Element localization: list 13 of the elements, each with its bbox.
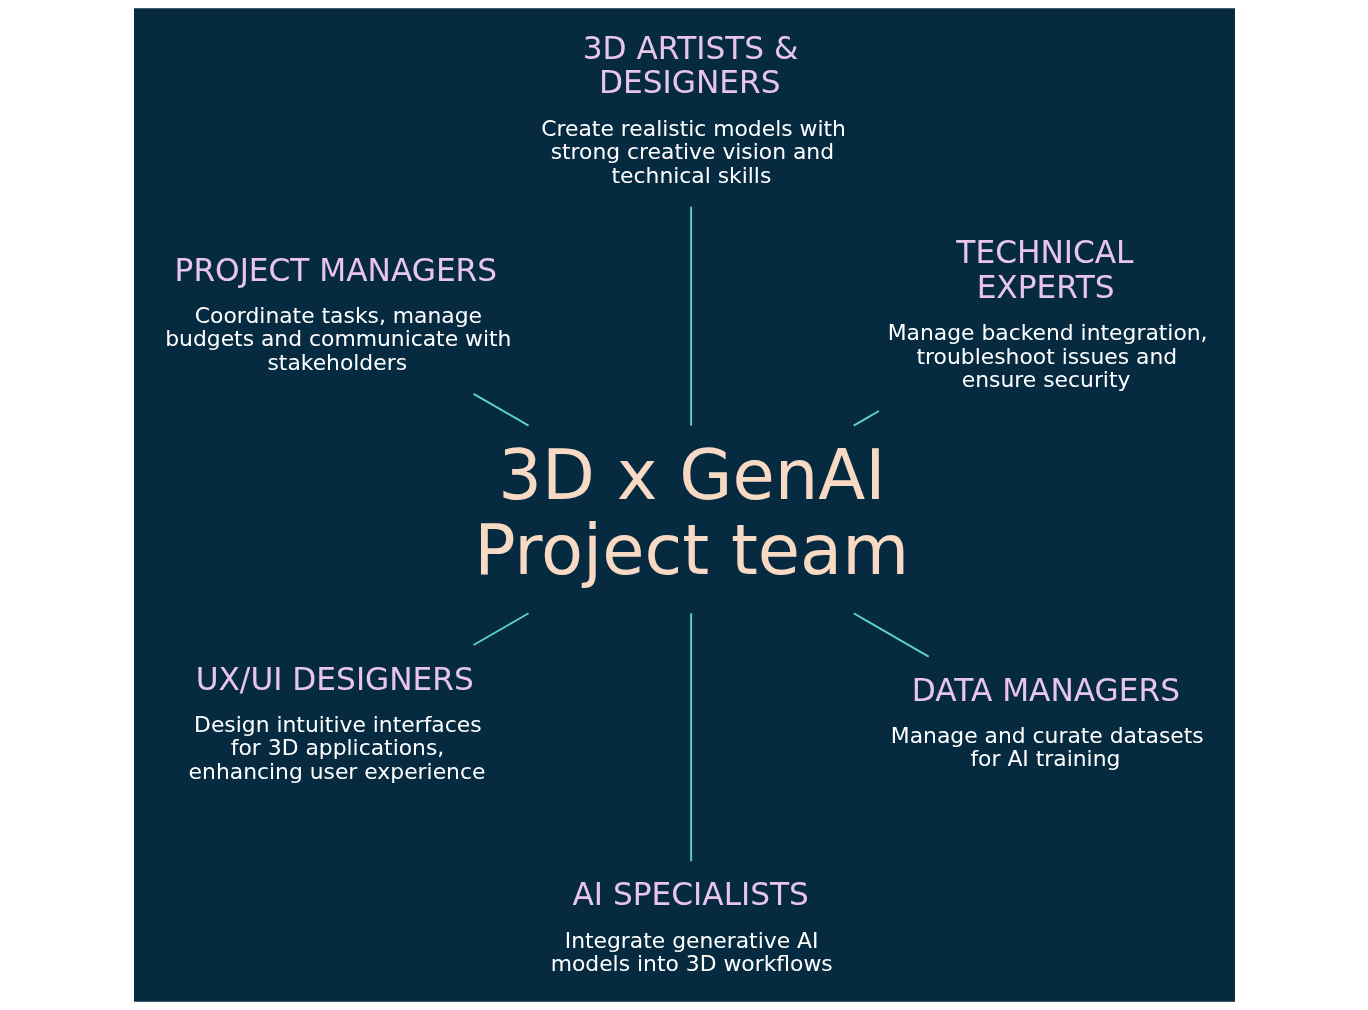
node-text: TECHNICAL EXPERTS Manage backend integration, troubleshoot issues and ensure security bbox=[887, 234, 1208, 393]
connector bbox=[852, 410, 880, 427]
node-text: DATA MANAGERS Manage and curate datasets for AI training bbox=[890, 671, 1204, 772]
connector bbox=[689, 205, 692, 427]
node-text: PROJECT MANAGERS Coordinate tasks, manage budgets and communicate with stakeholders bbox=[164, 251, 511, 375]
connector bbox=[689, 612, 692, 863]
node-text: 3D x GenAI Project team bbox=[473, 435, 909, 591]
node-text: UX/UI DESIGNERS Design intuitive interfaces for 3D applications, enhancing user experience bbox=[188, 660, 485, 784]
node-text: 3D ARTISTS & DESIGNERS Create realistic models with strong creative vision and technical skills bbox=[540, 29, 846, 188]
connector bbox=[472, 392, 529, 427]
connector bbox=[852, 612, 930, 658]
node-text: AI SPECIALISTS Integrate generative AI models into 3D workflows bbox=[550, 876, 833, 976]
connector bbox=[472, 612, 529, 646]
